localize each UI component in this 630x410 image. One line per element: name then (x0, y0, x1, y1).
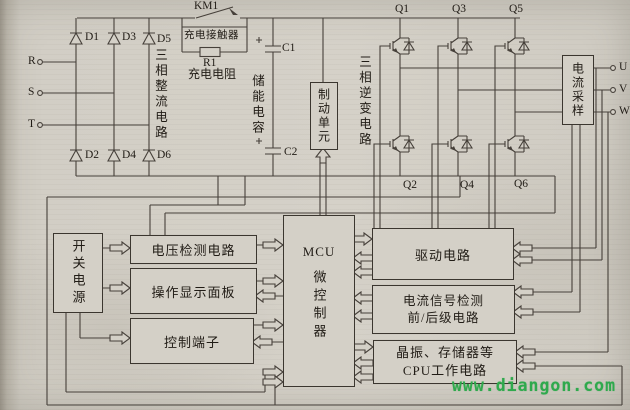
contactor-name-label: 充电接触器 (184, 30, 239, 41)
watermark-text: www.diangon.com (452, 376, 617, 395)
igbt-q1-label: Q1 (395, 3, 410, 15)
diode-d6-label: D6 (157, 149, 172, 161)
igbt-q5-symbol (504, 32, 530, 60)
rectifier-section-label: 三相整流电路 (153, 48, 167, 141)
diode-d2-label: D2 (85, 149, 100, 161)
phase-output-wires (400, 67, 610, 113)
igbt-q1-symbol (389, 32, 415, 60)
output-terminal-circles (610, 65, 616, 115)
igbt-q6-label: Q6 (514, 178, 529, 190)
capacitor-c2-label: C2 (284, 146, 298, 158)
igbt-q4-label: Q4 (460, 179, 475, 191)
cpu-circuit-line2: CPU工作电路 (402, 363, 488, 378)
mcu-title-label: MCU (302, 244, 336, 259)
mcu-subtitle-label: 微控制器 (311, 270, 327, 342)
terminal-u-label: U (619, 61, 628, 73)
diode-d4-label: D4 (122, 149, 137, 161)
gate-drive-wires (373, 45, 505, 228)
brake-unit-label: 制动单元 (316, 88, 331, 144)
terminal-r-label: R (28, 55, 36, 67)
cap-bank-label: 储能电容 (250, 74, 264, 136)
voltage-detect-box: 电压检测电路 (130, 235, 257, 264)
igbt-q5-label: Q5 (509, 3, 524, 15)
contactor-motion-arrow (229, 8, 238, 15)
current-detect-line2: 前/后级电路 (407, 310, 480, 325)
input-terminal-circles (37, 59, 43, 128)
dc-link-capacitor-wires (265, 18, 281, 176)
igbt-q6-symbol (504, 130, 530, 158)
igbt-symbols (389, 32, 530, 158)
ctrl-terminals-label: 控制端子 (163, 334, 220, 350)
rectifier-diode-symbols (69, 31, 156, 162)
capacitor-polarity-marks (256, 37, 262, 144)
resistor-r1-label: R1 (203, 57, 217, 69)
resistor-r1-symbol (199, 46, 221, 58)
igbt-q2-symbol (389, 130, 415, 158)
current-sample-label: 电流采样 (570, 62, 585, 118)
current-detect-line1: 电流信号检测 (402, 293, 484, 308)
psu-box: 开关电源 (53, 233, 103, 313)
psu-label: 开关电源 (70, 239, 86, 307)
panel-label: 操作显示面板 (151, 284, 236, 300)
driver-label: 驱动电路 (414, 247, 471, 263)
current-sample-box: 电流采样 (562, 55, 594, 125)
current-detect-box: 电流信号检测 前/后级电路 (372, 285, 515, 334)
cpu-circuit-box: 晶振、存储器等 CPU工作电路 (373, 340, 517, 384)
inverter-section-label: 三相逆变电路 (357, 55, 371, 148)
driver-box: 驱动电路 (372, 228, 514, 280)
brake-unit-wires (319, 18, 327, 215)
terminal-v-label: V (619, 83, 628, 95)
diode-d5-label: D5 (157, 33, 172, 45)
sense-and-rail-wires (46, 176, 623, 406)
diode-d3-label: D3 (122, 31, 137, 43)
voltage-detect-label: 电压检测电路 (151, 243, 236, 258)
feedback-wires (532, 68, 622, 367)
panel-box: 操作显示面板 (130, 268, 257, 314)
igbt-q2-label: Q2 (403, 179, 418, 191)
terminal-t-label: T (28, 118, 36, 130)
terminal-s-label: S (28, 86, 35, 98)
capacitor-c1-label: C1 (282, 42, 296, 54)
cpu-circuit-line1: 晶振、存储器等 (395, 345, 494, 361)
contactor-and-charge-resistor-wires (181, 6, 248, 53)
inverter-leg-wires (399, 18, 516, 176)
igbt-q4-symbol (447, 130, 473, 158)
dc-bus-and-rectifier-wires (42, 17, 555, 177)
terminal-w-label: W (619, 105, 630, 117)
contactor-km1-label: KM1 (194, 0, 219, 12)
charge-resistor-label: 充电电阻 (188, 67, 237, 81)
ctrl-terminals-box: 控制端子 (130, 318, 254, 364)
mcu-box: MCU 微控制器 (283, 215, 355, 387)
igbt-q3-label: Q3 (452, 3, 467, 15)
brake-unit-box: 制动单元 (310, 82, 338, 150)
igbt-q3-symbol (447, 32, 473, 60)
diode-d1-label: D1 (85, 31, 100, 43)
